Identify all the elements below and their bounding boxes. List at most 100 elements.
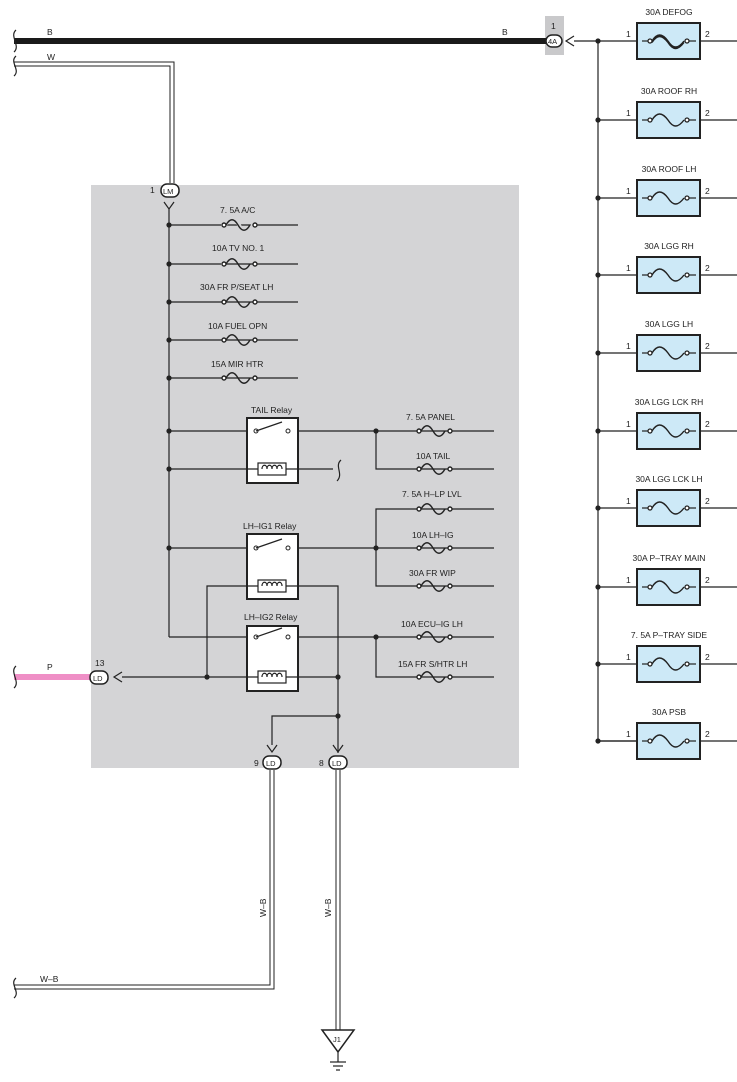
fuse-pin-out: 2 — [705, 419, 710, 429]
right-fuse: 7. 5A P–TRAY SIDE 1 2 — [595, 630, 737, 683]
right-fuse: 30A LGG LCK LH 1 2 — [595, 474, 737, 527]
fuse-label: 30A FR P/SEAT LH — [200, 282, 273, 292]
fuse-pin-in: 1 — [626, 496, 631, 506]
right-fuse: 30A LGG LH 1 2 — [595, 319, 737, 372]
connector-ld13-arrow — [112, 671, 123, 683]
fuse-label: 30A ROOF LH — [642, 164, 697, 174]
fuse-label: 30A PSB — [652, 707, 686, 717]
fuse-label: 30A P–TRAY MAIN — [633, 553, 706, 563]
fuse-label: 30A LGG RH — [644, 241, 694, 251]
fuse-pin-out: 2 — [705, 341, 710, 351]
right-fuse: 30A ROOF RH 1 2 — [595, 86, 737, 139]
connector-ld8-arrow — [332, 744, 344, 754]
fuse-label: 15A MIR HTR — [211, 359, 263, 369]
wire-label-wb-vertical-2: W–B — [323, 898, 333, 917]
connector-ld13-pin: 13 — [95, 658, 105, 668]
junction-block — [91, 185, 519, 768]
fuse-pin-in: 1 — [626, 263, 631, 273]
fuse-label: 10A TV NO. 1 — [212, 243, 265, 253]
fuse-pin-out: 2 — [705, 729, 710, 739]
fuse-pin-out: 2 — [705, 652, 710, 662]
fuse-pin-in: 1 — [626, 729, 631, 739]
fuse-pin-in: 1 — [626, 419, 631, 429]
fuse-label: 7. 5A P–TRAY SIDE — [631, 630, 708, 640]
right-fuse: 30A ROOF LH 1 2 — [595, 164, 737, 217]
wire-label-b-right: B — [502, 27, 508, 37]
wire-break-symbol — [13, 29, 17, 53]
fuse-pin-out: 2 — [705, 108, 710, 118]
connector-ld9-label: LD — [266, 759, 276, 768]
fuse-label-lh-ig: 10A LH–IG — [412, 530, 454, 540]
fuse-pin-out: 2 — [705, 575, 710, 585]
fuse-pin-in: 1 — [626, 29, 631, 39]
fuse-label: 30A LGG LH — [645, 319, 693, 329]
left-fuse-fuel-opn: 10A FUEL OPN — [166, 321, 298, 343]
wire-w-white — [14, 61, 175, 183]
connector-4a-pin: 1 — [551, 21, 556, 31]
fuse-pin-in: 1 — [626, 186, 631, 196]
wire-break-symbol — [13, 55, 17, 77]
connector-ld8-label: LD — [332, 759, 342, 768]
fuse-pin-out: 2 — [705, 496, 710, 506]
ground-label: J1 — [333, 1035, 341, 1044]
connector-ld13-label: LD — [93, 674, 103, 683]
relay-label: LH–IG1 Relay — [243, 521, 297, 531]
fuse-label: 7. 5A A/C — [220, 205, 255, 215]
left-fuse-a-c: 7. 5A A/C — [166, 205, 298, 228]
fuse-pin-out: 2 — [705, 186, 710, 196]
connector-ld13 — [89, 670, 109, 685]
fuse-label: 30A LGG LCK LH — [635, 474, 702, 484]
lh-ig1-relay: LH–IG1 Relay — [166, 508, 494, 753]
ground-j1: J1 — [320, 1029, 356, 1071]
fuse-pin-in: 1 — [626, 652, 631, 662]
right-fuse: 30A LGG RH 1 2 — [595, 241, 737, 294]
wire-break-symbol — [13, 977, 17, 999]
connector-lm-pin: 1 — [150, 185, 155, 195]
fuse-pin-in: 1 — [626, 575, 631, 585]
connector-lm — [160, 183, 180, 198]
wire-label-b-left: B — [47, 27, 53, 37]
lh-ig2-relay: LH–IG2 Relay — [244, 612, 494, 692]
connector-4a-arrow — [564, 35, 575, 47]
fuse-label-fr-s-htr-lh: 15A FR S/HTR LH — [398, 659, 467, 669]
fuse-label: 30A DEFOG — [645, 7, 692, 17]
left-fuse-tv: 10A TV NO. 1 — [166, 243, 298, 267]
wire-wb-left — [14, 770, 275, 990]
connector-ld8-pin: 8 — [319, 758, 324, 768]
wire-label-wb-vertical-1: W–B — [258, 898, 268, 917]
connector-ld8 — [328, 755, 348, 770]
fuse-symbols-left — [221, 216, 258, 384]
fuse-pin-out: 2 — [705, 263, 710, 273]
tail-relay: TAIL Relay — [166, 405, 494, 484]
fuse-pin-in: 1 — [626, 341, 631, 351]
connector-ld9-arrow — [266, 744, 278, 754]
left-fuse-mir-htr: 15A MIR HTR — [166, 359, 298, 381]
relay-label: TAIL Relay — [251, 405, 293, 415]
fuse-label-tail: 10A TAIL — [416, 451, 450, 461]
connector-lm-label: LM — [163, 187, 173, 196]
connector-ld9 — [262, 755, 282, 770]
fuse-label: 30A LGG LCK RH — [635, 397, 704, 407]
connector-4a — [545, 34, 563, 48]
right-fuse: 30A P–TRAY MAIN 1 2 — [595, 553, 737, 606]
fuse-pin-out: 2 — [705, 29, 710, 39]
fuse-label-h-lp-lvl: 7. 5A H–LP LVL — [402, 489, 462, 499]
fuse-label-panel: 7. 5A PANEL — [406, 412, 455, 422]
connector-ld9-pin: 9 — [254, 758, 259, 768]
wire-label-p: P — [47, 662, 53, 672]
wire-label-wb-bottom: W–B — [40, 974, 59, 984]
relay-label: LH–IG2 Relay — [244, 612, 298, 622]
fuse-label: 30A ROOF RH — [641, 86, 697, 96]
fuse-symbols-relay-side — [416, 425, 453, 683]
fuse-pin-in: 1 — [626, 108, 631, 118]
wire-break-symbol — [13, 665, 17, 689]
connector-4a-label: 4A — [548, 37, 557, 46]
wire-label-w: W — [47, 52, 55, 62]
left-fuse-fr-p-seat: 30A FR P/SEAT LH — [166, 282, 298, 305]
right-fuse: 30A LGG LCK RH 1 2 — [595, 397, 737, 450]
right-fuse: 30A DEFOG 1 2 — [598, 7, 737, 60]
right-fuse: 30A PSB 1 2 — [595, 707, 737, 760]
fuse-label: 10A FUEL OPN — [208, 321, 267, 331]
